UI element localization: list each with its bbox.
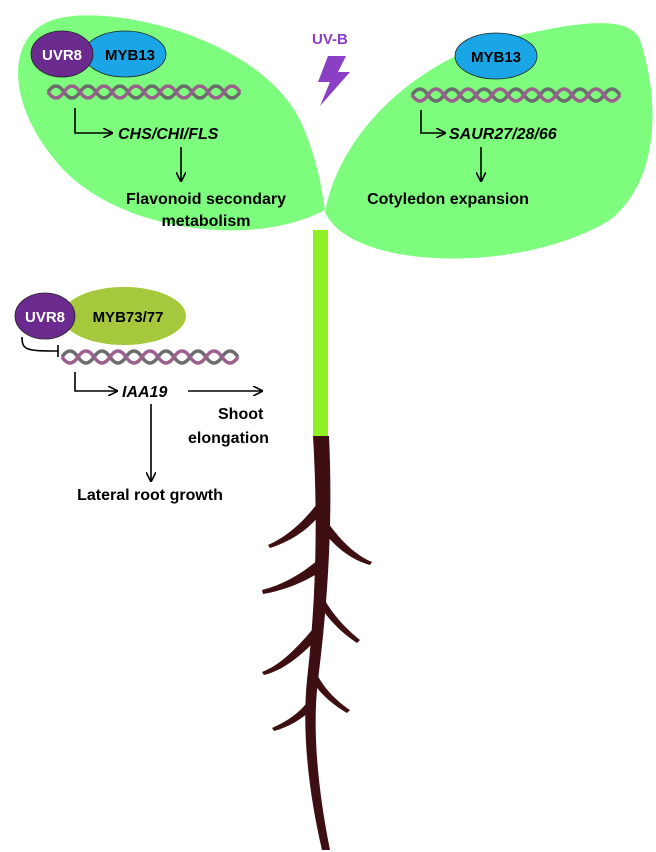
transcription-arrow-right — [420, 110, 445, 133]
lateral-root-growth-label: Lateral root growth — [77, 487, 223, 504]
root-system — [262, 436, 372, 850]
flavonoid-label-line2: metabolism — [162, 213, 251, 230]
repression-line — [21, 336, 59, 352]
stem-module: UVR8 MYB73/77 IAA19 Shoot elongation Lat… — [14, 287, 269, 504]
flavonoid-label-line1: Flavonoid secondary — [126, 191, 286, 208]
uvb-label: UV-B — [312, 31, 348, 48]
uvr8-label-left: UVR8 — [42, 47, 82, 64]
myb13-label-left: MYB13 — [105, 47, 155, 64]
dna-helix-right — [410, 87, 622, 103]
iaa19-label: IAA19 — [122, 384, 167, 401]
right-leaf-module: MYB13 SAUR27/28/66 Cotyledon expansion — [367, 32, 622, 208]
myb73-77-protein — [62, 287, 186, 345]
lightning-bolt-icon — [318, 56, 350, 106]
genes-label-right: SAUR27/28/66 — [449, 126, 557, 143]
shoot-elongation-line1: Shoot — [218, 406, 264, 423]
shoot-stem — [313, 230, 328, 438]
transcription-arrow-left — [74, 108, 112, 133]
myb13-protein-right — [454, 32, 538, 80]
myb13-label-right: MYB13 — [471, 49, 521, 66]
dna-helix-left — [46, 84, 242, 100]
myb73-77-label: MYB73/77 — [93, 309, 164, 326]
uvr8-protein-left — [30, 30, 94, 78]
shoot-elongation-line2: elongation — [188, 430, 269, 447]
uvr8-protein-stem — [14, 292, 76, 340]
cotyledon-expansion-label: Cotyledon expansion — [367, 191, 529, 208]
right-cotyledon — [325, 23, 653, 259]
transcription-arrow-stem — [74, 372, 117, 391]
dna-helix-stem — [60, 349, 240, 365]
genes-label-left: CHS/CHI/FLS — [118, 126, 219, 143]
uvr8-label-stem: UVR8 — [25, 309, 65, 326]
left-leaf-module: UVR8 MYB13 CHS/CHI/FLS Flavonoid seconda… — [30, 30, 286, 230]
